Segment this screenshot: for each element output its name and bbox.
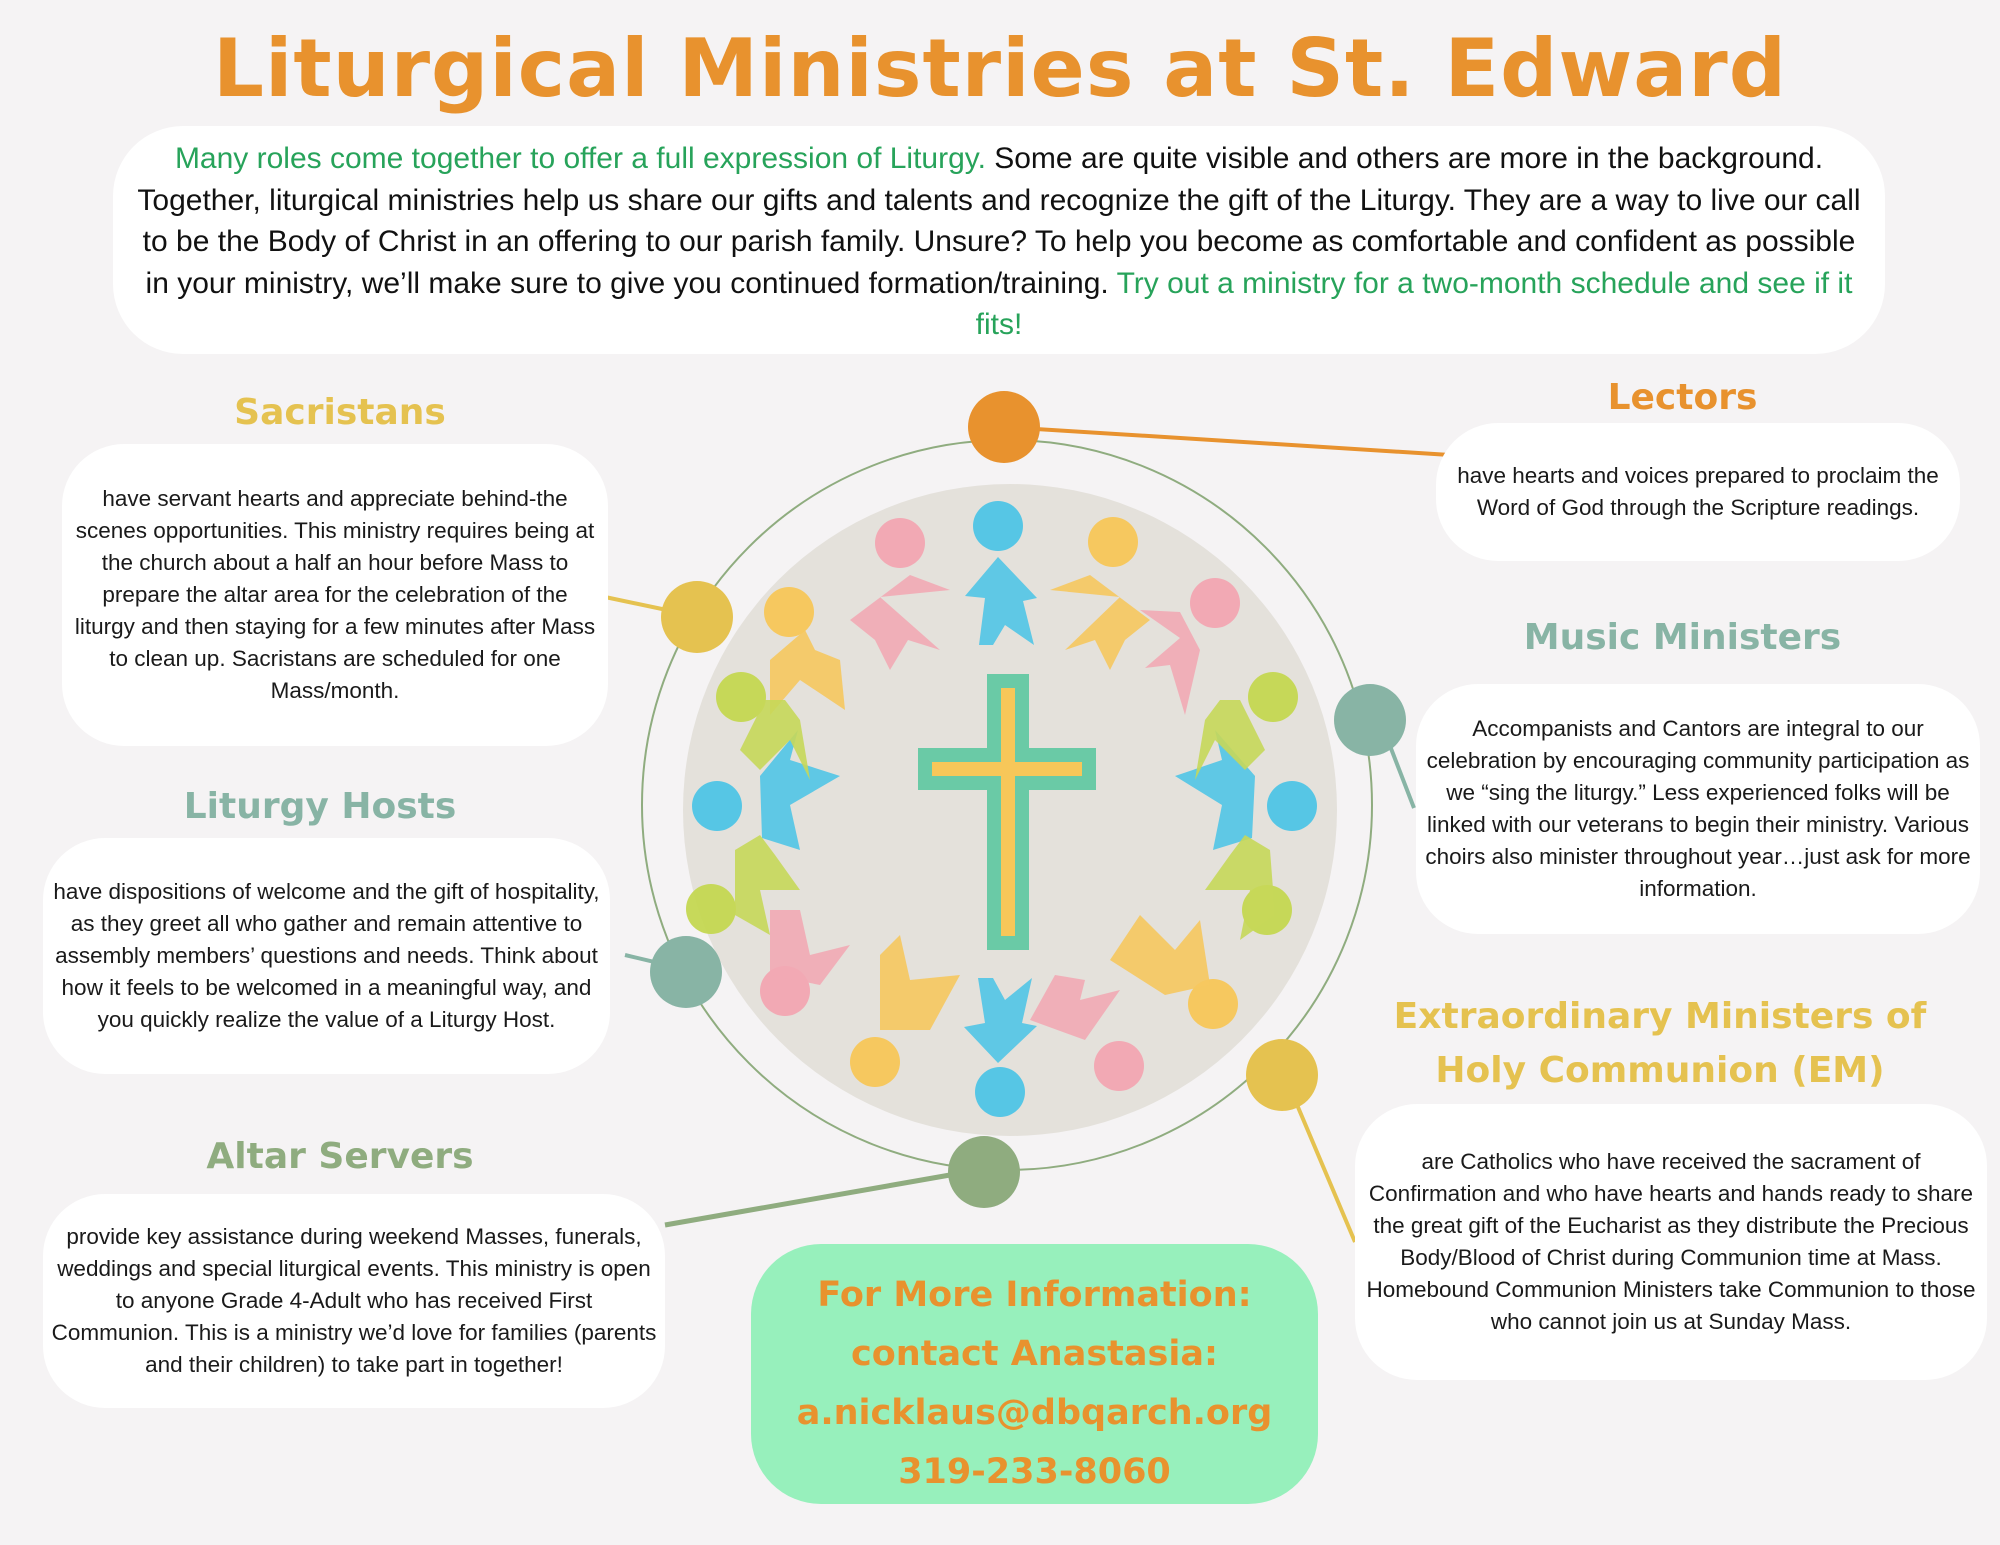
- liturgy-hosts-heading: Liturgy Hosts: [183, 786, 457, 827]
- contact-email[interactable]: a.nicklaus@dbqarch.org: [796, 1393, 1273, 1433]
- music-ministers-card: Accompanists and Cantors are integral to…: [1416, 684, 1980, 934]
- sacristans-description: have servant hearts and appreciate behin…: [74, 486, 596, 703]
- liturgy-hosts-node: [650, 936, 722, 1008]
- em-heading-line2: Holy Communion (EM): [1435, 1050, 1885, 1091]
- lectors-heading: Lectors: [1607, 377, 1758, 418]
- em-node: [1246, 1039, 1318, 1111]
- em-heading-line1: Extraordinary Ministers of: [1393, 996, 1927, 1037]
- altar-servers-node: [948, 1136, 1020, 1208]
- intro-call-to-action: Try out a ministry for a two-month sched…: [975, 266, 1853, 342]
- altar-servers-connector: [664, 1172, 951, 1228]
- altar-servers-heading: Altar Servers: [206, 1136, 474, 1177]
- em-heading: Extraordinary Ministers of Holy Communio…: [1350, 990, 1970, 1098]
- em-card: are Catholics who have received the sacr…: [1355, 1104, 1987, 1380]
- em-connector: [1293, 1099, 1357, 1243]
- altar-servers-card: provide key assistance during weekend Ma…: [43, 1194, 665, 1408]
- em-description: are Catholics who have received the sacr…: [1366, 1149, 1976, 1334]
- lectors-connector: [1004, 425, 1451, 457]
- sacristans-heading: Sacristans: [234, 392, 446, 433]
- sacristans-card: have servant hearts and appreciate behin…: [62, 444, 608, 746]
- contact-card: For More Information: contact Anastasia:…: [751, 1244, 1318, 1504]
- intro-body: Some are quite visible and others are mo…: [137, 142, 1861, 300]
- contact-name: contact Anastasia:: [851, 1334, 1218, 1374]
- liturgy-hosts-card: have dispositions of welcome and the gif…: [43, 838, 610, 1074]
- liturgy-hosts-description: have dispositions of welcome and the gif…: [53, 879, 600, 1032]
- contact-heading: For More Information:: [817, 1275, 1252, 1315]
- music-ministers-description: Accompanists and Cantors are integral to…: [1425, 716, 1971, 901]
- music-node: [1334, 684, 1406, 756]
- music-ministers-heading: Music Ministers: [1523, 617, 1842, 658]
- altar-servers-description: provide key assistance during weekend Ma…: [51, 1224, 657, 1377]
- intro-lead: Many roles come together to offer a full…: [174, 142, 986, 175]
- people-circle-icon: [686, 501, 1317, 1117]
- page-title: Liturgical Ministries at St. Edward: [213, 22, 1787, 115]
- cross-icon: [918, 674, 1096, 950]
- intro-paragraph: Many roles come together to offer a full…: [113, 126, 1885, 354]
- sacristans-node: [661, 581, 733, 653]
- contact-phone[interactable]: 319-233-8060: [898, 1452, 1171, 1492]
- lectors-card: have hearts and voices prepared to procl…: [1436, 423, 1960, 561]
- lectors-description: have hearts and voices prepared to procl…: [1457, 463, 1939, 520]
- lectors-node: [968, 391, 1040, 463]
